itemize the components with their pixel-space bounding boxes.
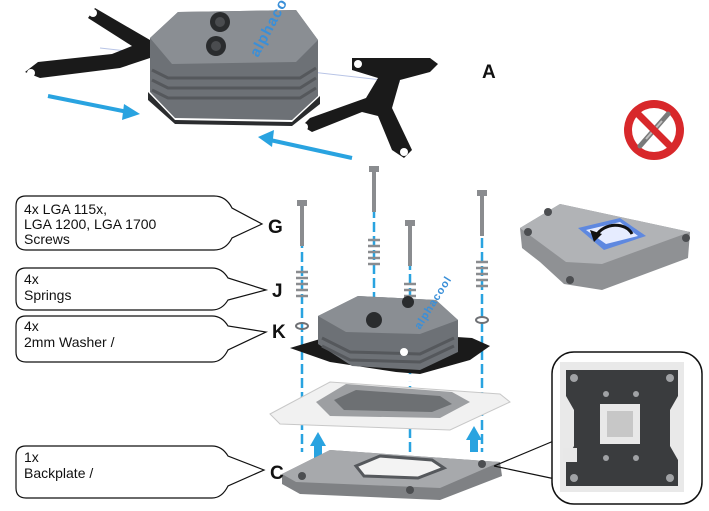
callout-backplate-line2: Backplate / bbox=[24, 465, 93, 481]
backplate bbox=[282, 450, 502, 500]
callout-screws-line1: 4x LGA 115x, bbox=[24, 201, 107, 217]
callout-washers-line1: 4x bbox=[24, 318, 39, 334]
mounting-screws bbox=[297, 166, 487, 266]
callout-screws: 4x LGA 115x, LGA 1200, LGA 1700 Screws bbox=[15, 195, 264, 251]
step-label-k: K bbox=[272, 322, 286, 343]
water-block-top: alphacool bbox=[148, 0, 320, 126]
top-assembly: alphacool A bbox=[25, 0, 496, 160]
callout-backplate-line1: 1x bbox=[24, 449, 39, 465]
exploded-stack: alphacool bbox=[269, 166, 511, 500]
slide-arrow-right bbox=[47, 94, 140, 120]
callout-springs-line1: 4x bbox=[24, 271, 39, 287]
step-label-j: J bbox=[272, 281, 283, 302]
socket-frame bbox=[269, 381, 511, 431]
callout-screws-line3: Screws bbox=[24, 231, 70, 247]
slide-arrow-left bbox=[258, 130, 353, 160]
callout-washers: 4x 2mm Washer / bbox=[15, 315, 269, 363]
callout-springs: 4x Springs bbox=[15, 267, 269, 311]
springs bbox=[296, 238, 488, 304]
callout-springs-line2: Springs bbox=[24, 287, 71, 303]
up-arrow-right bbox=[466, 426, 482, 452]
water-block-installed: alphacool bbox=[290, 274, 490, 382]
backplate-detail-inset bbox=[493, 351, 703, 505]
washers bbox=[295, 316, 489, 330]
up-arrow-left bbox=[310, 432, 326, 458]
left-mounting-bracket bbox=[25, 8, 160, 78]
no-screwdriver-icon bbox=[624, 100, 684, 160]
callout-washers-line2: 2mm Washer / bbox=[24, 334, 115, 350]
plate-rotation-detail bbox=[520, 204, 690, 290]
step-label-c: C bbox=[270, 463, 284, 484]
step-label-a: A bbox=[482, 62, 496, 83]
callout-backplate: 1x Backplate / bbox=[15, 445, 266, 499]
callout-screws-line2: LGA 1200, LGA 1700 bbox=[24, 216, 157, 232]
step-label-g: G bbox=[268, 217, 283, 238]
right-mounting-bracket bbox=[300, 58, 438, 158]
